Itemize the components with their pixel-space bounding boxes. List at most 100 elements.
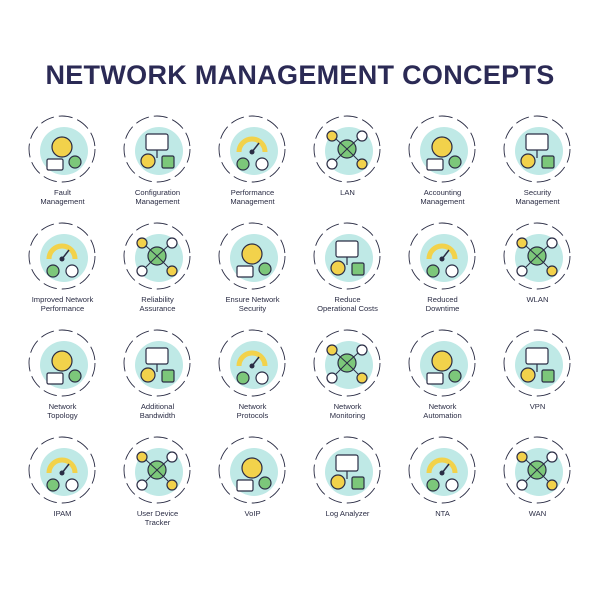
- network-protocols-icon: [218, 329, 286, 397]
- network-monitoring-icon: [313, 329, 381, 397]
- concept-label-line: Reduce: [334, 295, 361, 304]
- concept-label-line: Management: [40, 197, 85, 206]
- configuration-management-icon: [123, 115, 191, 183]
- nta-icon: [408, 436, 476, 504]
- concept-label-line: Topology: [47, 411, 78, 420]
- concept-label-line: Log Analyzer: [325, 509, 370, 518]
- concept-label-line: Downtime: [425, 304, 460, 313]
- concept-label-line: Management: [515, 197, 560, 206]
- concept-label-line: VoIP: [244, 509, 261, 518]
- concept-item: VoIP: [205, 431, 300, 538]
- concept-label: NTA: [395, 509, 490, 518]
- performance-management-icon: [218, 115, 286, 183]
- concept-label: IPAM: [15, 509, 110, 518]
- concept-label-line: Reliability: [141, 295, 174, 304]
- improved-network-performance-icon: [28, 222, 96, 290]
- concept-label-line: Network: [428, 402, 457, 411]
- concept-label-line: VPN: [529, 402, 546, 411]
- network-topology-icon: [28, 329, 96, 397]
- concept-item: NTA: [395, 431, 490, 538]
- wan-icon: [503, 436, 571, 504]
- lan-icon: [313, 115, 381, 183]
- wlan-icon: [503, 222, 571, 290]
- concept-label-line: Configuration: [134, 188, 181, 197]
- concept-item: Log Analyzer: [300, 431, 395, 538]
- concept-label-line: User Device: [136, 509, 179, 518]
- concept-label-line: Tracker: [144, 518, 171, 527]
- concept-label-line: WAN: [528, 509, 547, 518]
- concept-item: LAN: [300, 110, 395, 217]
- concept-label-line: WLAN: [526, 295, 549, 304]
- concept-label: VPN: [490, 402, 585, 411]
- page-title: NETWORK MANAGEMENT CONCEPTS: [45, 60, 555, 90]
- log-analyzer-icon: [313, 436, 381, 504]
- reduced-downtime-icon: [408, 222, 476, 290]
- fault-management-icon: [28, 115, 96, 183]
- concept-label-line: LAN: [340, 188, 355, 197]
- concept-label-line: Security: [238, 304, 267, 313]
- concept-label-line: Ensure Network: [225, 295, 280, 304]
- additional-bandwidth-icon: [123, 329, 191, 397]
- concept-label-line: NTA: [435, 509, 450, 518]
- concept-label-line: Management: [230, 197, 275, 206]
- concept-item: WLAN: [490, 217, 585, 324]
- concept-label-line: Accounting: [423, 188, 462, 197]
- security-management-icon: [503, 115, 571, 183]
- reliability-assurance-icon: [123, 222, 191, 290]
- concept-label-line: Performance: [40, 304, 85, 313]
- concept-label: Log Analyzer: [300, 509, 395, 518]
- concept-label: WLAN: [490, 295, 585, 304]
- reduce-operational-costs-icon: [313, 222, 381, 290]
- concept-item: VPN: [490, 324, 585, 431]
- concept-label: LAN: [300, 188, 395, 197]
- concept-label-line: IPAM: [53, 509, 72, 518]
- accounting-management-icon: [408, 115, 476, 183]
- concept-item: IPAM: [15, 431, 110, 538]
- network-automation-icon: [408, 329, 476, 397]
- concept-label-line: Bandwidth: [139, 411, 176, 420]
- concept-label-line: Management: [135, 197, 180, 206]
- concept-label-line: Monitoring: [329, 411, 366, 420]
- concept-item: WAN: [490, 431, 585, 538]
- concept-label: VoIP: [205, 509, 300, 518]
- ensure-network-security-icon: [218, 222, 286, 290]
- concept-label-line: Automation: [423, 411, 462, 420]
- concept-label-line: Network: [48, 402, 77, 411]
- concept-label-line: Assurance: [139, 304, 176, 313]
- concept-label: WAN: [490, 509, 585, 518]
- concept-label-line: Operational Costs: [317, 304, 378, 313]
- ipam-icon: [28, 436, 96, 504]
- concept-label-line: Protocols: [236, 411, 269, 420]
- user-device-tracker-icon: [123, 436, 191, 504]
- vpn-icon: [503, 329, 571, 397]
